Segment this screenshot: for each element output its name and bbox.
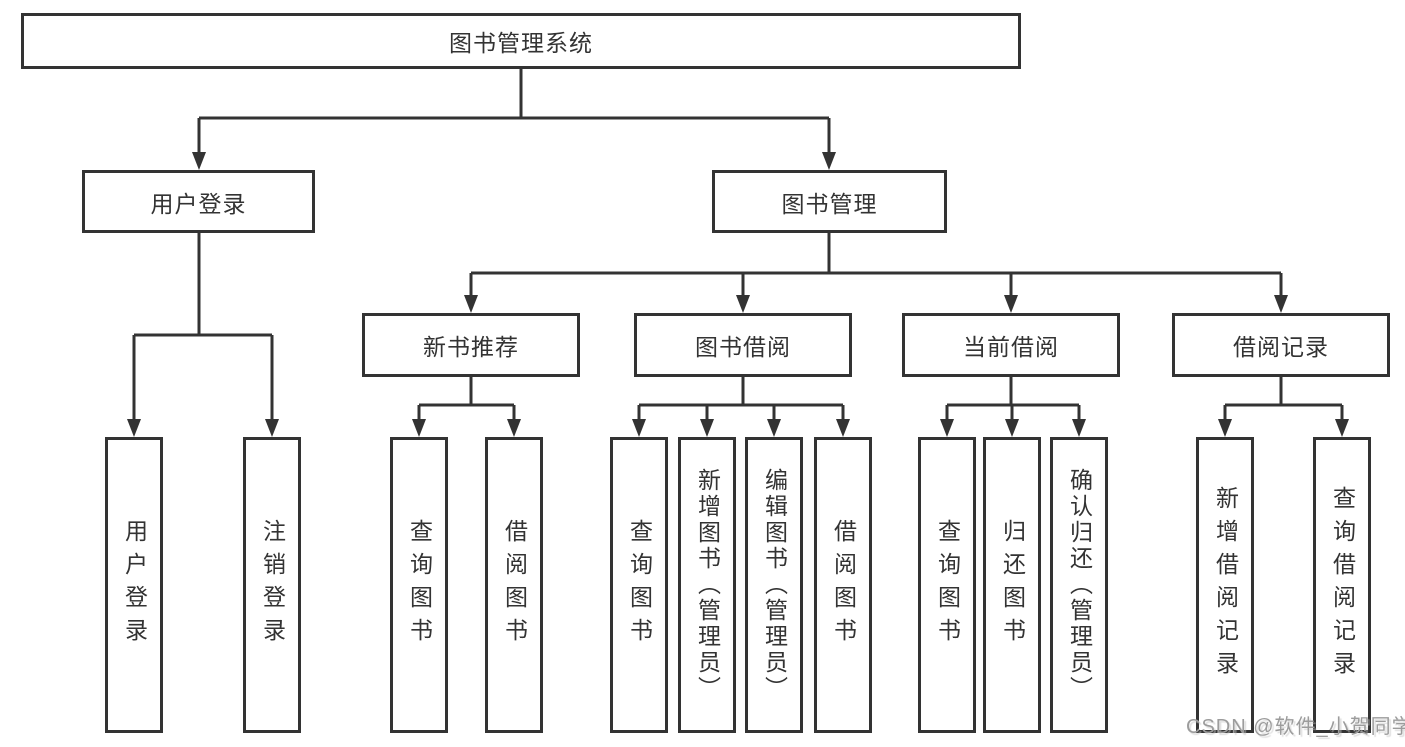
arrowhead-icon xyxy=(822,152,836,170)
arrowhead-icon xyxy=(1218,419,1232,437)
leaf-return-books: 归还图书 xyxy=(983,437,1041,733)
connector-root xyxy=(197,69,831,152)
arrowhead-icon xyxy=(632,419,646,437)
leaf-current-query-books: 查询图书 xyxy=(918,437,976,733)
leaf-edit-books-admin: 编辑图书（管理员） xyxy=(745,437,803,733)
leaf-add-borrow-record: 新增借阅记录 xyxy=(1196,437,1254,733)
arrowhead-icon xyxy=(767,419,781,437)
arrowhead-icon xyxy=(412,419,426,437)
leaf-user-login: 用户登录 xyxy=(105,437,163,733)
arrowhead-icon xyxy=(940,419,954,437)
node-current-borrow: 当前借阅 xyxy=(902,313,1120,377)
leaf-logout: 注销登录 xyxy=(243,437,301,733)
node-book-borrow: 图书借阅 xyxy=(634,313,852,377)
connector-new-book xyxy=(417,377,516,419)
arrowhead-icon xyxy=(464,295,478,313)
arrowhead-icon xyxy=(127,419,141,437)
node-library-system-root: 图书管理系统 xyxy=(21,13,1021,69)
leaf-borrow-query-books: 查询图书 xyxy=(610,437,668,733)
connector-user-login xyxy=(132,233,274,419)
arrowhead-icon xyxy=(1335,419,1349,437)
arrowhead-icon xyxy=(736,295,750,313)
connector-book-management xyxy=(469,233,1283,295)
arrowhead-icon xyxy=(836,419,850,437)
arrowhead-icon xyxy=(265,419,279,437)
arrowhead-icon xyxy=(507,419,521,437)
leaf-confirm-return-admin: 确认归还（管理员） xyxy=(1050,437,1108,733)
leaf-newbook-query-books: 查询图书 xyxy=(390,437,448,733)
arrowhead-icon xyxy=(1005,419,1019,437)
node-new-book-recommend: 新书推荐 xyxy=(362,313,580,377)
connector-book-borrow xyxy=(637,377,845,419)
arrowhead-icon xyxy=(192,152,206,170)
leaf-add-books-admin: 新增图书（管理员） xyxy=(678,437,736,733)
node-book-management: 图书管理 xyxy=(712,170,947,233)
leaf-query-borrow-record: 查询借阅记录 xyxy=(1313,437,1371,733)
arrowhead-icon xyxy=(1274,295,1288,313)
node-borrow-record: 借阅记录 xyxy=(1172,313,1390,377)
arrowhead-icon xyxy=(1072,419,1086,437)
leaf-newbook-borrow-books: 借阅图书 xyxy=(485,437,543,733)
watermark: CSDN @软件_小贺同学 xyxy=(1186,716,1405,738)
arrowhead-icon xyxy=(1004,295,1018,313)
leaf-borrow-books: 借阅图书 xyxy=(814,437,872,733)
arrowhead-icon xyxy=(700,419,714,437)
connector-current-borrow xyxy=(945,377,1081,419)
node-user-login: 用户登录 xyxy=(82,170,315,233)
connector-borrow-record xyxy=(1223,377,1344,419)
